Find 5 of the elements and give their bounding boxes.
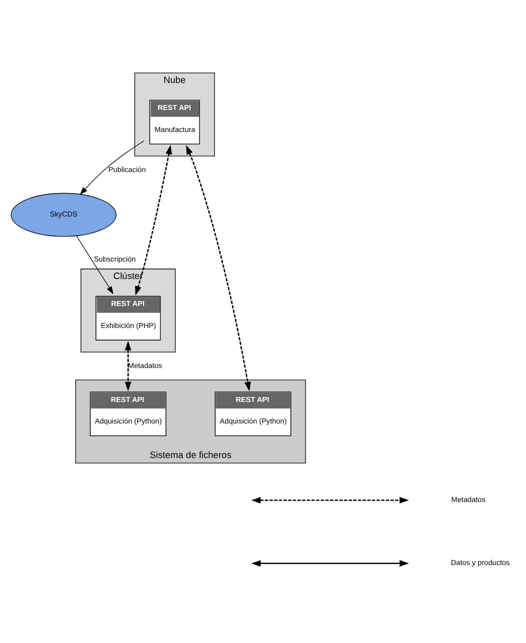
edge-label: Subscripción (94, 254, 136, 264)
legend-label: Metadatos (451, 495, 486, 504)
legend-label: Datos y productos (450, 558, 510, 568)
edge-label: Publicación (108, 164, 146, 174)
edge-label: Metadatos (128, 360, 162, 370)
